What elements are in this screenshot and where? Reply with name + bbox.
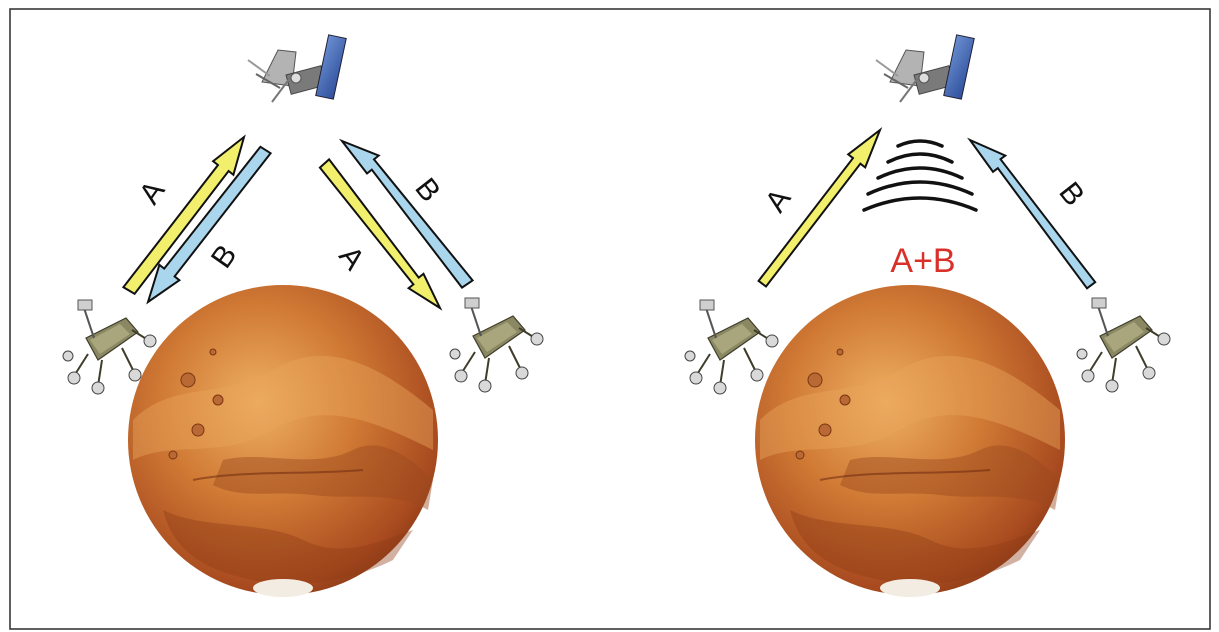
satellite-icon <box>876 35 974 102</box>
label-a-left: A <box>133 175 172 210</box>
mars-icon <box>128 285 438 597</box>
label-a-right: A <box>332 240 370 276</box>
label-b-left: B <box>205 239 244 274</box>
rover-icon <box>1077 298 1170 392</box>
label-b-right: B <box>408 172 446 208</box>
mars-icon <box>755 285 1065 597</box>
arrow-b-up <box>970 140 1095 288</box>
label-a-plus-b: A+B <box>890 242 955 280</box>
radio-waves-icon <box>864 141 976 210</box>
rover-icon <box>450 298 543 392</box>
right-panel: A B A+B <box>685 35 1170 597</box>
satellite-icon <box>248 35 346 102</box>
arrow-b-left-down <box>148 147 271 302</box>
rover-icon <box>685 300 778 394</box>
label-a-left: A <box>759 183 798 218</box>
left-panel: A B A B <box>63 35 543 597</box>
label-b-right: B <box>1052 176 1090 212</box>
